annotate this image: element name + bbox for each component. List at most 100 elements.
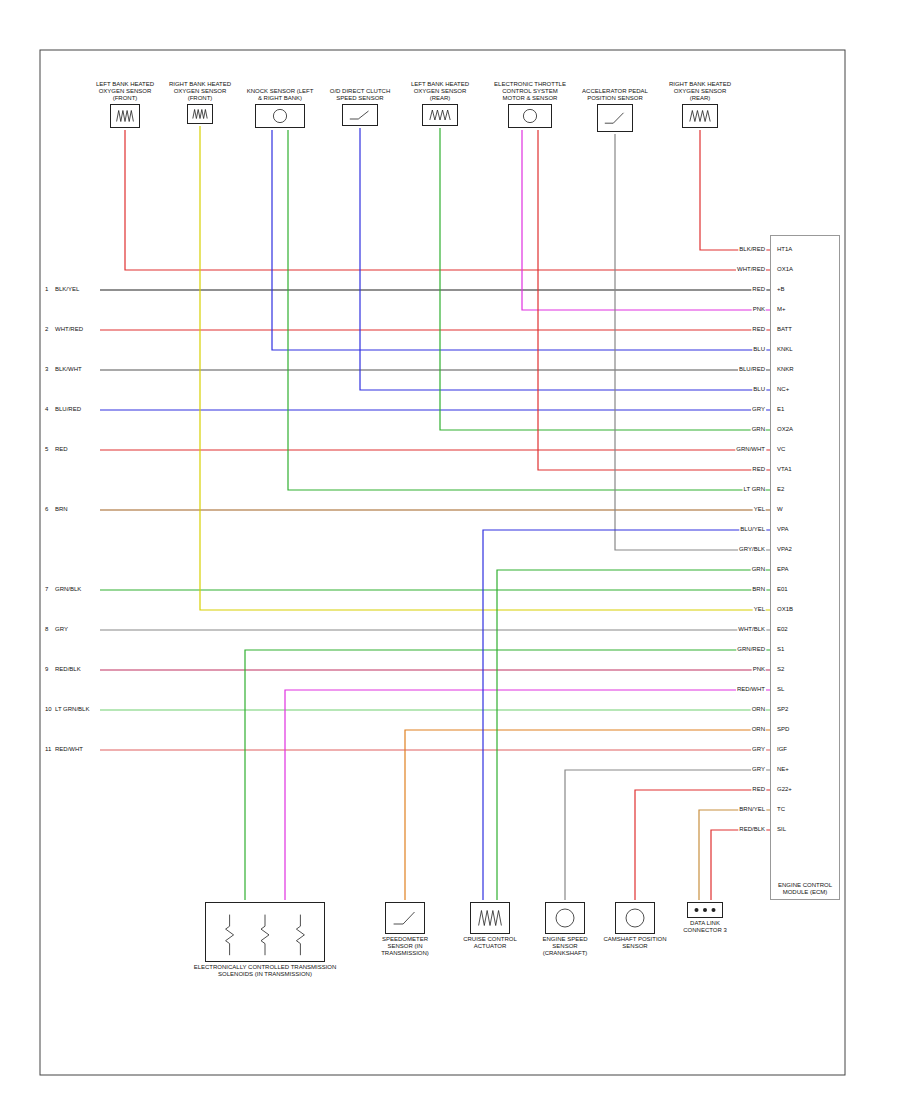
component-housing <box>470 902 510 934</box>
wire-color: BRN <box>751 586 766 593</box>
wire-color: GRN/WHT <box>735 446 766 453</box>
pin-name: OX1B <box>776 606 794 613</box>
component-label: CAMSHAFT POSITION SENSOR <box>603 936 667 950</box>
component: LEFT BANK HEATED OXYGEN SENSOR (FRONT) <box>90 56 160 130</box>
wire <box>700 130 770 250</box>
component-label: LEFT BANK HEATED OXYGEN SENSOR (FRONT) <box>90 81 160 102</box>
wire-color: WHT/RED <box>54 326 84 333</box>
component: DATA LINK CONNECTOR 3 <box>675 900 735 934</box>
component-symbol <box>688 903 722 917</box>
wire-color: GRN/RED <box>736 646 766 653</box>
solenoid-symbol <box>261 915 269 956</box>
component-housing <box>508 104 552 128</box>
wire <box>538 130 770 470</box>
pin-name: KNKR <box>776 366 795 373</box>
pin-name: S1 <box>776 646 785 653</box>
wire <box>100 749 770 750</box>
wire-color: GRY/BLK <box>738 546 766 553</box>
wire-color: BLK/RED <box>738 246 766 253</box>
component-symbol <box>386 903 424 933</box>
wire <box>100 629 770 630</box>
component-housing <box>422 104 458 126</box>
component: ELECTRONIC THROTTLE CONTROL SYSTEM MOTOR… <box>494 56 566 130</box>
component-label: DATA LINK CONNECTOR 3 <box>675 920 735 934</box>
component-label: SPEEDOMETER SENSOR (IN TRANSMISSION) <box>372 936 438 957</box>
component-label: ELECTRONIC THROTTLE CONTROL SYSTEM MOTOR… <box>494 81 566 102</box>
wire <box>100 669 770 670</box>
component-symbol <box>423 105 457 125</box>
wire-color: RED <box>751 286 766 293</box>
pin-name: VPA <box>776 526 790 533</box>
wire <box>405 730 770 900</box>
component-label: RIGHT BANK HEATED OXYGEN SENSOR (FRONT) <box>165 81 235 102</box>
solenoid-symbol <box>226 915 234 956</box>
label-holder: ELECTRONIC THROTTLE CONTROL SYSTEM MOTOR… <box>494 56 566 102</box>
pin-name: NE+ <box>776 766 790 773</box>
wire-color: RED <box>751 326 766 333</box>
component: CAMSHAFT POSITION SENSOR <box>603 900 667 950</box>
row-number: 1 <box>44 286 49 293</box>
component: CRUISE CONTROL ACTUATOR <box>457 900 523 950</box>
wire-color: RED/BLK <box>54 666 82 673</box>
wire-color: BRN <box>54 506 69 513</box>
page-frame <box>40 50 845 1075</box>
component-label: O/D DIRECT CLUTCH SPEED SENSOR <box>325 88 395 102</box>
component-housing <box>255 104 305 128</box>
component-housing <box>687 902 723 918</box>
label-holder: KNOCK SENSOR (LEFT & RIGHT BANK) <box>245 56 315 102</box>
wire-color: YEL <box>753 606 766 613</box>
wire <box>565 770 770 900</box>
wire-color: GRN <box>751 566 766 573</box>
pin-name: VC <box>776 446 786 453</box>
switch-symbol <box>394 912 415 924</box>
pin-name: M+ <box>776 306 787 313</box>
component: ELECTRONICALLY CONTROLLED TRANSMISSION S… <box>190 900 340 978</box>
pin-name: E1 <box>776 406 785 413</box>
component: KNOCK SENSOR (LEFT & RIGHT BANK) <box>245 56 315 130</box>
wire-color: ORN <box>751 706 766 713</box>
pin-name: SL <box>776 686 785 693</box>
pin-name: E02 <box>776 626 789 633</box>
sensor-symbol <box>523 109 536 122</box>
solenoid-symbol <box>296 915 304 956</box>
connector-pin <box>695 908 699 912</box>
component-housing <box>342 104 378 126</box>
pin-name: SIL <box>776 826 787 833</box>
wire-color: RED <box>751 466 766 473</box>
component-housing <box>187 104 213 124</box>
pin-name: E01 <box>776 586 789 593</box>
wire-color: ORN <box>751 726 766 733</box>
wire-color: PNK <box>752 666 766 673</box>
pin-name: VPA2 <box>776 546 793 553</box>
label-holder: ACCELERATOR PEDAL POSITION SENSOR <box>580 56 650 102</box>
component-housing <box>615 902 655 934</box>
pin-name: VTA1 <box>776 466 793 473</box>
component-symbol <box>546 903 584 933</box>
wire <box>483 530 770 900</box>
wire <box>360 128 770 390</box>
heater-element <box>690 111 710 122</box>
pin-name: EPA <box>776 566 790 573</box>
row-number: 11 <box>44 746 52 753</box>
row-number: 9 <box>44 666 49 673</box>
component-housing <box>597 104 633 132</box>
wire-color: RED/WHT <box>736 686 766 693</box>
wire <box>497 570 770 900</box>
wire <box>245 650 770 900</box>
pin-name: OX1A <box>776 266 794 273</box>
row-number: 2 <box>44 326 49 333</box>
component-symbol <box>256 105 304 127</box>
wire-color: RED <box>54 446 69 453</box>
component-label: ENGINE CONTROL MODULE (ECM) <box>774 882 836 896</box>
switch-symbol <box>605 113 624 123</box>
wire <box>100 709 770 710</box>
sensor-symbol <box>273 109 286 122</box>
pin-name: +B <box>776 286 786 293</box>
connector-pin <box>703 908 707 912</box>
wire <box>522 130 770 310</box>
pin-name: E2 <box>776 486 785 493</box>
heater-element <box>479 911 502 926</box>
wire-color: LT GRN/BLK <box>54 706 90 713</box>
wire <box>699 810 770 900</box>
row-number: 10 <box>44 706 53 713</box>
